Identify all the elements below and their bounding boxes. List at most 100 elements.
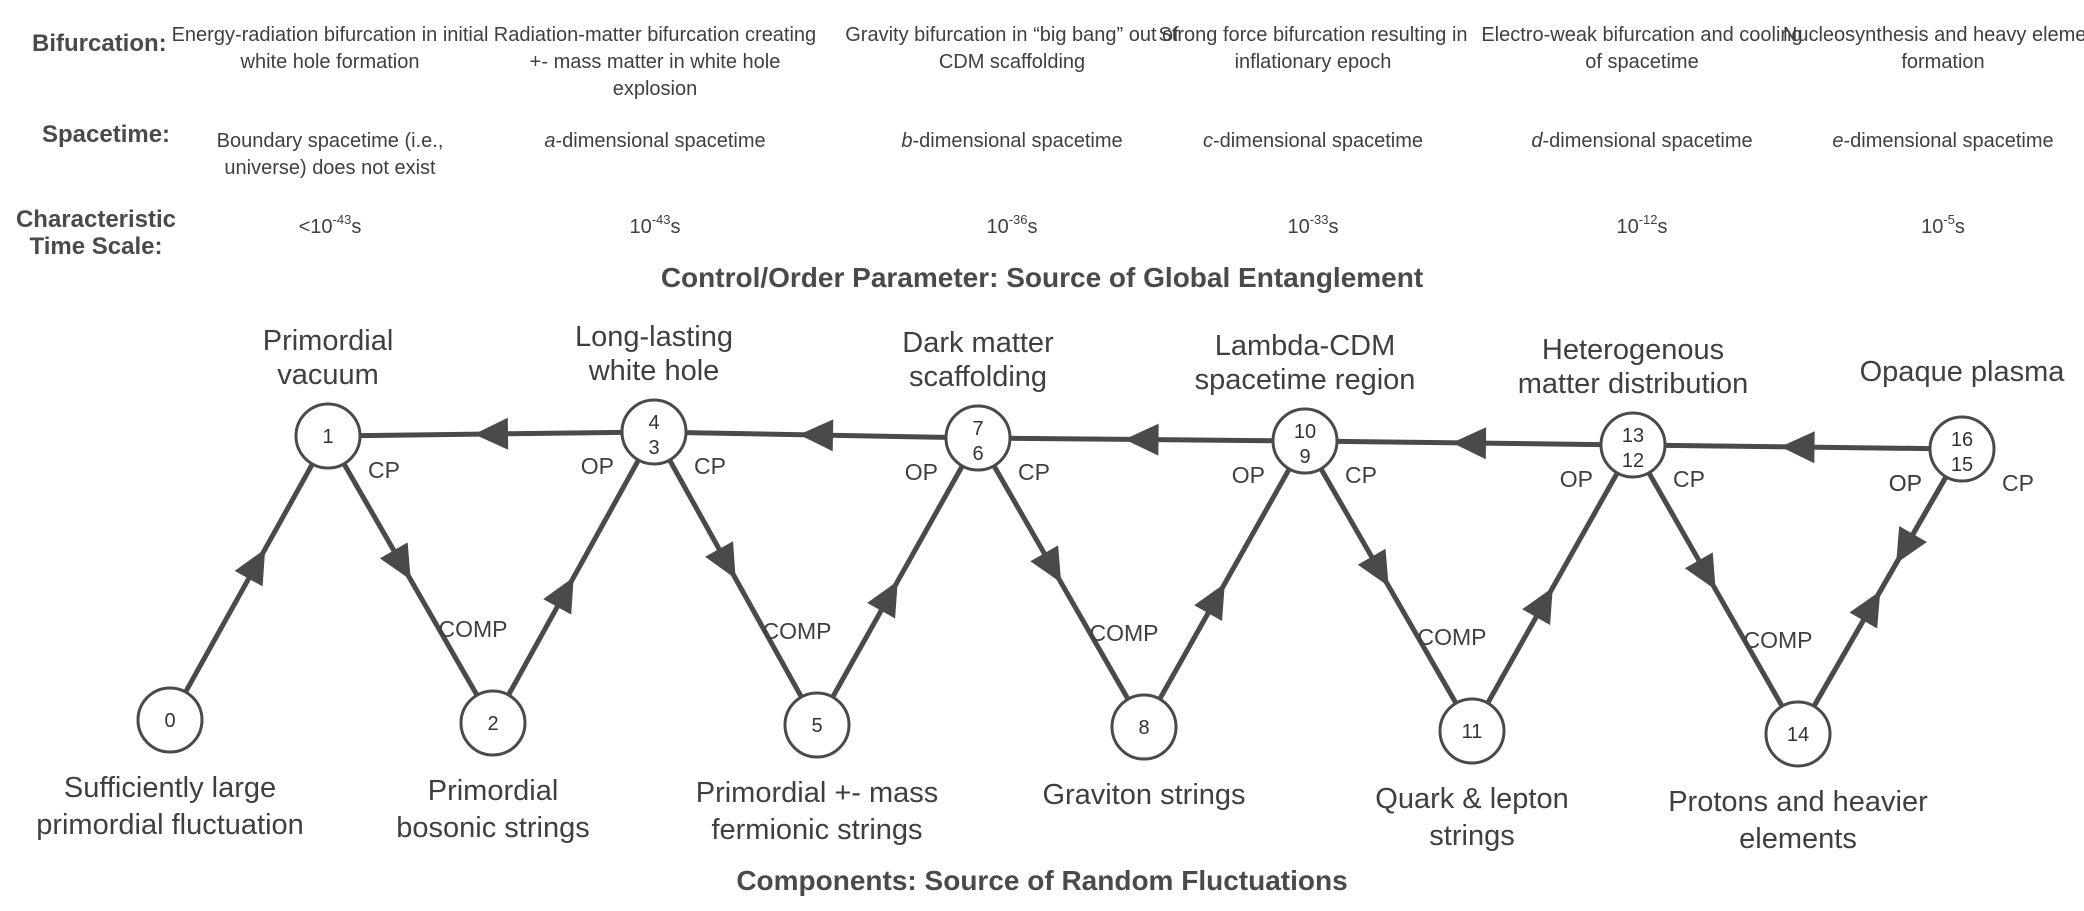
timescale-cell: 10-5s [1773, 206, 2084, 241]
top-node-number: 9 [1299, 446, 1310, 468]
timescale-base: <10 [298, 216, 333, 238]
timescale-exponent: -12 [1638, 212, 1658, 227]
top-node-number: 10 [1294, 421, 1316, 443]
top-node-number: 7 [972, 418, 983, 440]
comp-label: COMP [439, 616, 508, 642]
top-node-number: 15 [1951, 454, 1973, 476]
bifurcation-cell: Nucleosynthesis and heavy element format… [1782, 24, 2084, 73]
bottom-node-number: 14 [1787, 724, 1809, 746]
spacetime-cell: e-dimensional spacetime [1773, 128, 2084, 155]
top-node-label: white hole [588, 355, 720, 387]
top-node-label: Heterogenous [1542, 334, 1724, 366]
timescale-base: 10 [1287, 216, 1310, 238]
bottom-node-label: Quark & lepton [1375, 783, 1568, 815]
bifurcation-cell: Gravity bifurcation in “big bang” out of… [845, 24, 1179, 73]
timescale-row-label: Characteristic Time Scale: [8, 206, 184, 260]
timescale-exponent: -5 [1943, 212, 1955, 227]
timescale-base: 10 [1921, 216, 1944, 238]
bottom-node-label: Primordial +- mass [696, 777, 939, 809]
spacetime-text: -dimensional spacetime [555, 130, 766, 152]
top-node-label: vacuum [277, 359, 379, 391]
bottom-node-label: elements [1739, 823, 1857, 855]
bottom-node-label: Primordial [428, 775, 559, 807]
timescale-exponent: -43 [651, 212, 671, 227]
top-node-circle [1599, 411, 1667, 479]
spacetime-cell: a-dimensional spacetime [485, 128, 825, 155]
timescale-label-line2: Time Scale: [29, 233, 163, 260]
edge-up-arrow [1194, 583, 1225, 621]
bottom-node-label: fermionic strings [711, 814, 922, 846]
bottom-node-circle [783, 691, 851, 759]
spacetime-text: -dimensional spacetime [1843, 130, 2054, 152]
cp-label: CP [1345, 462, 1377, 488]
bottom-node-label: bosonic strings [396, 812, 589, 844]
timescale-unit: s [1027, 216, 1038, 238]
op-label: OP [1232, 462, 1265, 488]
edge-up-arrow [867, 581, 898, 619]
top-node-label: Primordial [263, 325, 394, 357]
op-label: OP [1889, 470, 1922, 496]
top-node-label: spacetime region [1195, 364, 1416, 396]
timescale-unit: s [670, 216, 681, 238]
timescale-base: 10 [986, 216, 1009, 238]
bottom-node-label: Graviton strings [1042, 779, 1245, 811]
spacetime-cell: Boundary spacetime (i.e., universe) does… [200, 128, 460, 182]
op-label: OP [1560, 466, 1593, 492]
top-node-label: Lambda-CDM [1215, 330, 1396, 362]
spacetime-dimension-symbol: c [1202, 130, 1213, 152]
edge-down-arrow [1030, 545, 1062, 583]
control-parameter-title: Control/Order Parameter: Source of Globa… [660, 262, 1424, 293]
top-node-number: 4 [648, 412, 659, 434]
timescale-unit: s [1954, 216, 1965, 238]
spacetime-text: Boundary spacetime (i.e., universe) does… [216, 130, 444, 179]
timescale-cell: <10-43s [160, 206, 500, 241]
spacetime-text: -dimensional spacetime [912, 130, 1123, 152]
timescale-unit: s [1657, 216, 1668, 238]
top-chain-edge-arrow [799, 419, 834, 452]
top-chain-edge-arrow [1780, 431, 1815, 464]
bottom-node-number: 11 [1462, 721, 1483, 743]
edge-up-arrow [234, 548, 266, 587]
top-node-number: 3 [648, 437, 659, 459]
edge-down-arrow [1896, 526, 1927, 564]
bifurcation-cell: Energy-radiation bifurcation in initial … [171, 24, 489, 73]
top-node-circle [620, 398, 688, 466]
spacetime-cell: c-dimensional spacetime [1143, 128, 1483, 155]
bottom-node-label: strings [1429, 820, 1514, 852]
top-node-label: Opaque plasma [1860, 356, 2066, 388]
top-node-label: Dark matter [902, 327, 1054, 359]
comp-label: COMP [1090, 620, 1159, 646]
timescale-exponent: -36 [1008, 212, 1028, 227]
comp-label: COMP [1744, 627, 1813, 653]
top-node-number: 1 [322, 426, 333, 448]
timescale-cell: 10-12s [1472, 206, 1812, 241]
top-node-circle [294, 402, 362, 470]
bottom-node-circle [1438, 697, 1506, 765]
timescale-unit: s [1328, 216, 1339, 238]
edge-down-line [1811, 475, 1949, 708]
top-chain-edge-arrow [1452, 427, 1487, 460]
cp-label: CP [1673, 466, 1705, 492]
bottom-node-number: 0 [164, 710, 175, 732]
bottom-node-label: Sufficiently large [64, 772, 276, 804]
comp-label: COMP [1418, 624, 1487, 650]
bottom-node-number: 5 [811, 715, 822, 737]
timescale-unit: s [351, 216, 362, 238]
bottom-node-label: Protons and heavier [1668, 786, 1928, 818]
top-node-number: 6 [972, 443, 983, 465]
spacetime-dimension-symbol: b [901, 130, 913, 152]
spacetime-text: -dimensional spacetime [1542, 130, 1753, 152]
cp-label: CP [368, 457, 400, 483]
spacetime-cell: b-dimensional spacetime [842, 128, 1182, 155]
spacetime-dimension-symbol: a [544, 130, 556, 152]
edge-down-arrow [1357, 548, 1389, 587]
top-node-label: Long-lasting [575, 321, 733, 353]
bifurcation-cell: Electro-weak bifurcation and cooling of … [1481, 24, 1803, 73]
top-node-label: matter distribution [1518, 368, 1749, 400]
top-node-number: 16 [1951, 429, 1973, 451]
timescale-exponent: -33 [1309, 212, 1329, 227]
top-chain-edge-arrow [1124, 423, 1159, 456]
timescale-label-line1: Characteristic [15, 206, 177, 233]
top-node-label: scaffolding [909, 361, 1047, 393]
